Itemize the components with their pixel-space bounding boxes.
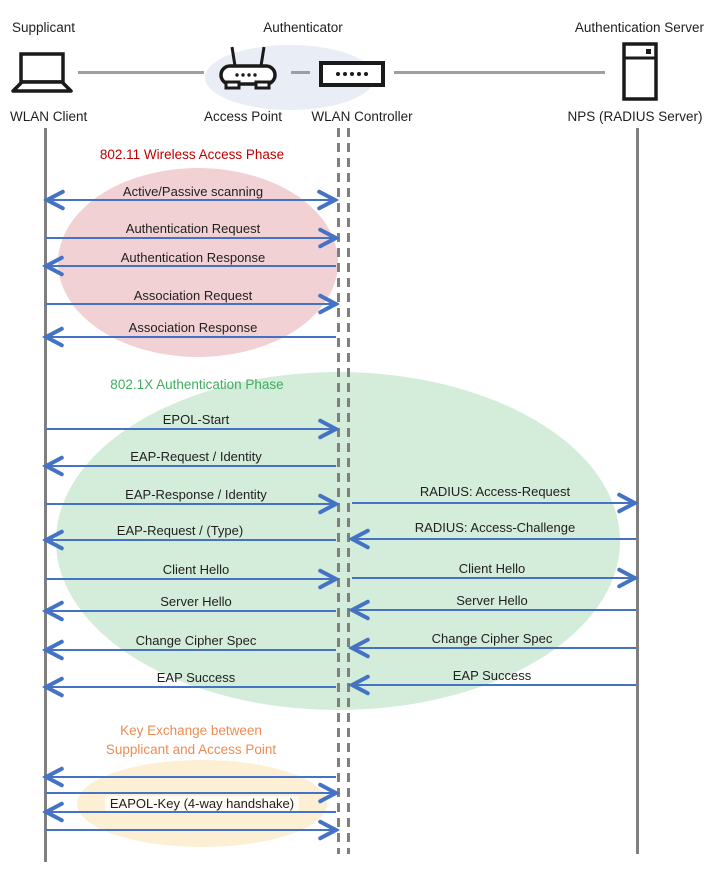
device-access-point: Access Point — [203, 109, 283, 124]
message-label: Client Hello — [458, 561, 526, 576]
message-label: Active/Passive scanning — [122, 184, 264, 199]
message-label: Authentication Response — [120, 250, 266, 265]
connector-ap-controller — [291, 71, 310, 74]
lifeline-wlan-client — [44, 128, 47, 862]
message-label: Server Hello — [160, 594, 232, 609]
phase-title-key-exchange-line1: Key Exchange between — [120, 723, 262, 738]
wlan-controller-icon — [319, 61, 385, 87]
message-label: Change Cipher Spec — [431, 631, 553, 646]
lifeline-controller-right-dashed — [347, 128, 350, 854]
message-label: Association Response — [128, 320, 258, 335]
message-label: EAP-Request / (Type) — [116, 523, 244, 538]
message-label: Server Hello — [456, 593, 528, 608]
lifeline-radius-server — [636, 128, 639, 854]
device-radius-server: NPS (RADIUS Server) — [567, 109, 703, 124]
message-label: RADIUS: Access-Request — [419, 484, 571, 499]
phase-title-802-1x: 802.1X Authentication Phase — [110, 377, 284, 392]
access-point-icon — [219, 46, 277, 90]
message-label: EAP Success — [156, 670, 236, 685]
role-supplicant: Supplicant — [12, 20, 76, 35]
message-label: EAP-Request / Identity — [130, 449, 262, 464]
laptop-icon — [11, 52, 73, 93]
message-label: EAP Success — [452, 668, 532, 683]
message-label: Association Request — [133, 288, 253, 303]
phase-title-key-exchange-line2: Supplicant and Access Point — [105, 742, 277, 757]
role-authentication-server: Authentication Server — [574, 20, 704, 35]
lifeline-controller-left-dashed — [337, 128, 340, 854]
device-wlan-controller: WLAN Controller — [311, 109, 413, 124]
server-icon — [622, 42, 658, 101]
connector-client-ap — [78, 71, 204, 74]
message-label: Authentication Request — [125, 221, 261, 236]
connector-controller-server — [394, 71, 605, 74]
message-label: EAP-Response / Identity — [125, 487, 267, 502]
role-authenticator: Authenticator — [263, 20, 343, 35]
message-label: RADIUS: Access-Challenge — [414, 520, 576, 535]
message-label: EPOL-Start — [162, 412, 230, 427]
message-label: Client Hello — [162, 562, 230, 577]
message-label-eapol-key: EAPOL-Key (4-way handshake) — [104, 796, 300, 811]
phase-title-802-11: 802.11 Wireless Access Phase — [99, 147, 285, 162]
device-wlan-client: WLAN Client — [10, 109, 88, 124]
message-label: Change Cipher Spec — [135, 633, 257, 648]
